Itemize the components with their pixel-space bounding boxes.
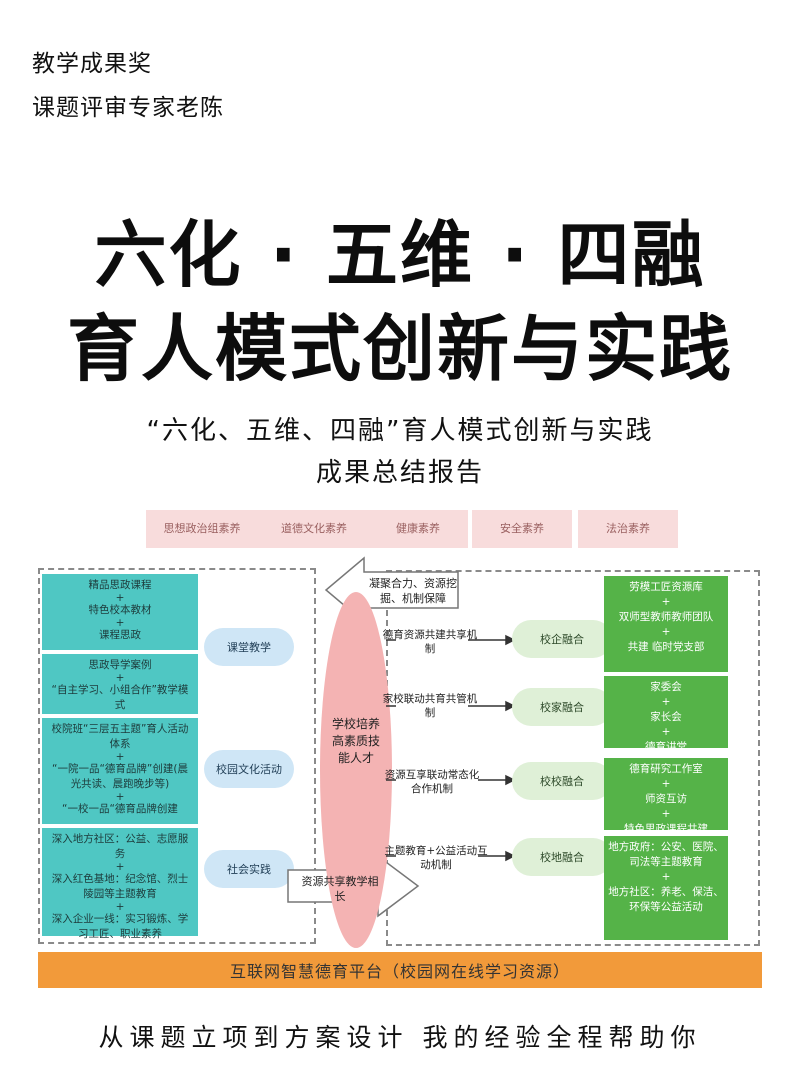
connector-4-head <box>505 850 516 862</box>
literacy-box: 安全素养 <box>472 510 572 548</box>
mechanism-label-2: 家校联动共育共管机制 <box>382 693 478 719</box>
mechanism-label-3: 资源互享联动常态化合作机制 <box>384 769 480 795</box>
partner-block-1: 劳模工匠资源库 + 双师型教师教师团队 + 共建 临时党支部 <box>604 576 728 672</box>
mechanism-label-4: 主题教育+公益活动互动机制 <box>384 845 488 871</box>
channel-social-practice: 社会实践 <box>204 850 294 888</box>
literacy-box: 法治素养 <box>578 510 678 548</box>
partner-block-4: 地方政府：公安、医院、司法等主题教育 + 地方社区：养老、保洁、环保等公益活动 <box>604 836 728 940</box>
left-dashed-frame <box>38 568 316 944</box>
integration-enterprise: 校企融合 <box>512 620 612 658</box>
diagram-arrows <box>287 556 516 948</box>
mechanism-label-1: 德育资源共建共享机制 <box>382 629 478 655</box>
model-diagram: 思想政治组素养 道德文化素养 健康素养 安全素养 法治素养 精品思政课程 + 特… <box>38 510 762 990</box>
platform-bar: 互联网智慧德育平台（校园网在线学习资源） <box>38 952 762 988</box>
integration-school: 校校融合 <box>512 762 612 800</box>
connector-1-head <box>505 634 516 646</box>
center-label: 学校培养高素质技能人才 <box>331 717 380 765</box>
center-oval-shape <box>320 592 392 948</box>
title-line-2: 育人模式创新与实践 <box>66 307 733 391</box>
integration-community: 校地融合 <box>512 838 612 876</box>
content-block-3: 校院班“三层五主题”育人活动体系 + “一院一品“德育品牌”创建(晨光共读、晨跑… <box>42 718 198 824</box>
title-line-1: 六化 · 五维 · 四融 <box>94 213 706 297</box>
header-line-1: 教学成果奖 <box>32 51 152 77</box>
subtitle-line-2: 成果总结报告 <box>315 458 484 488</box>
literacy-box: 思想政治组素养 <box>146 510 258 548</box>
content-block-1: 精品思政课程 + 特色校本教材 + 课程思政 <box>42 574 198 650</box>
top-arrow-label: 凝聚合力、资源挖掘、机制保障 <box>369 577 457 605</box>
connector-2-head <box>505 700 516 712</box>
channel-campus-culture: 校园文化活动 <box>204 750 294 788</box>
partner-block-3: 德育研究工作室 + 师资互访 + 特色思政课程共建 <box>604 758 728 835</box>
subtitle-line-1: “六化、五维、四融”育人模式创新与实践 <box>146 416 654 446</box>
header-line-2: 课题评审专家老陈 <box>32 95 224 121</box>
content-block-2: 思政导学案例 + “自主学习、小组合作”教学模式 <box>42 654 198 714</box>
content-block-4: 深入地方社区：公益、志愿服务 + 深入红色基地：纪念馆、烈士陵园等主题教育 + … <box>42 828 198 940</box>
connector-3-head <box>505 774 516 786</box>
literacy-box: 健康素养 <box>368 510 468 548</box>
partner-block-2: 家委会 + 家长会 + 德育讲堂 <box>604 676 728 753</box>
bottom-arrow-label: 资源共享教学相长 <box>301 875 379 903</box>
integration-family: 校家融合 <box>512 688 612 726</box>
literacy-box: 道德文化素养 <box>258 510 370 548</box>
channel-classroom: 课堂教学 <box>204 628 294 666</box>
footer-tagline: 从课题立项到方案设计 我的经验全程帮助你 <box>98 1023 702 1052</box>
